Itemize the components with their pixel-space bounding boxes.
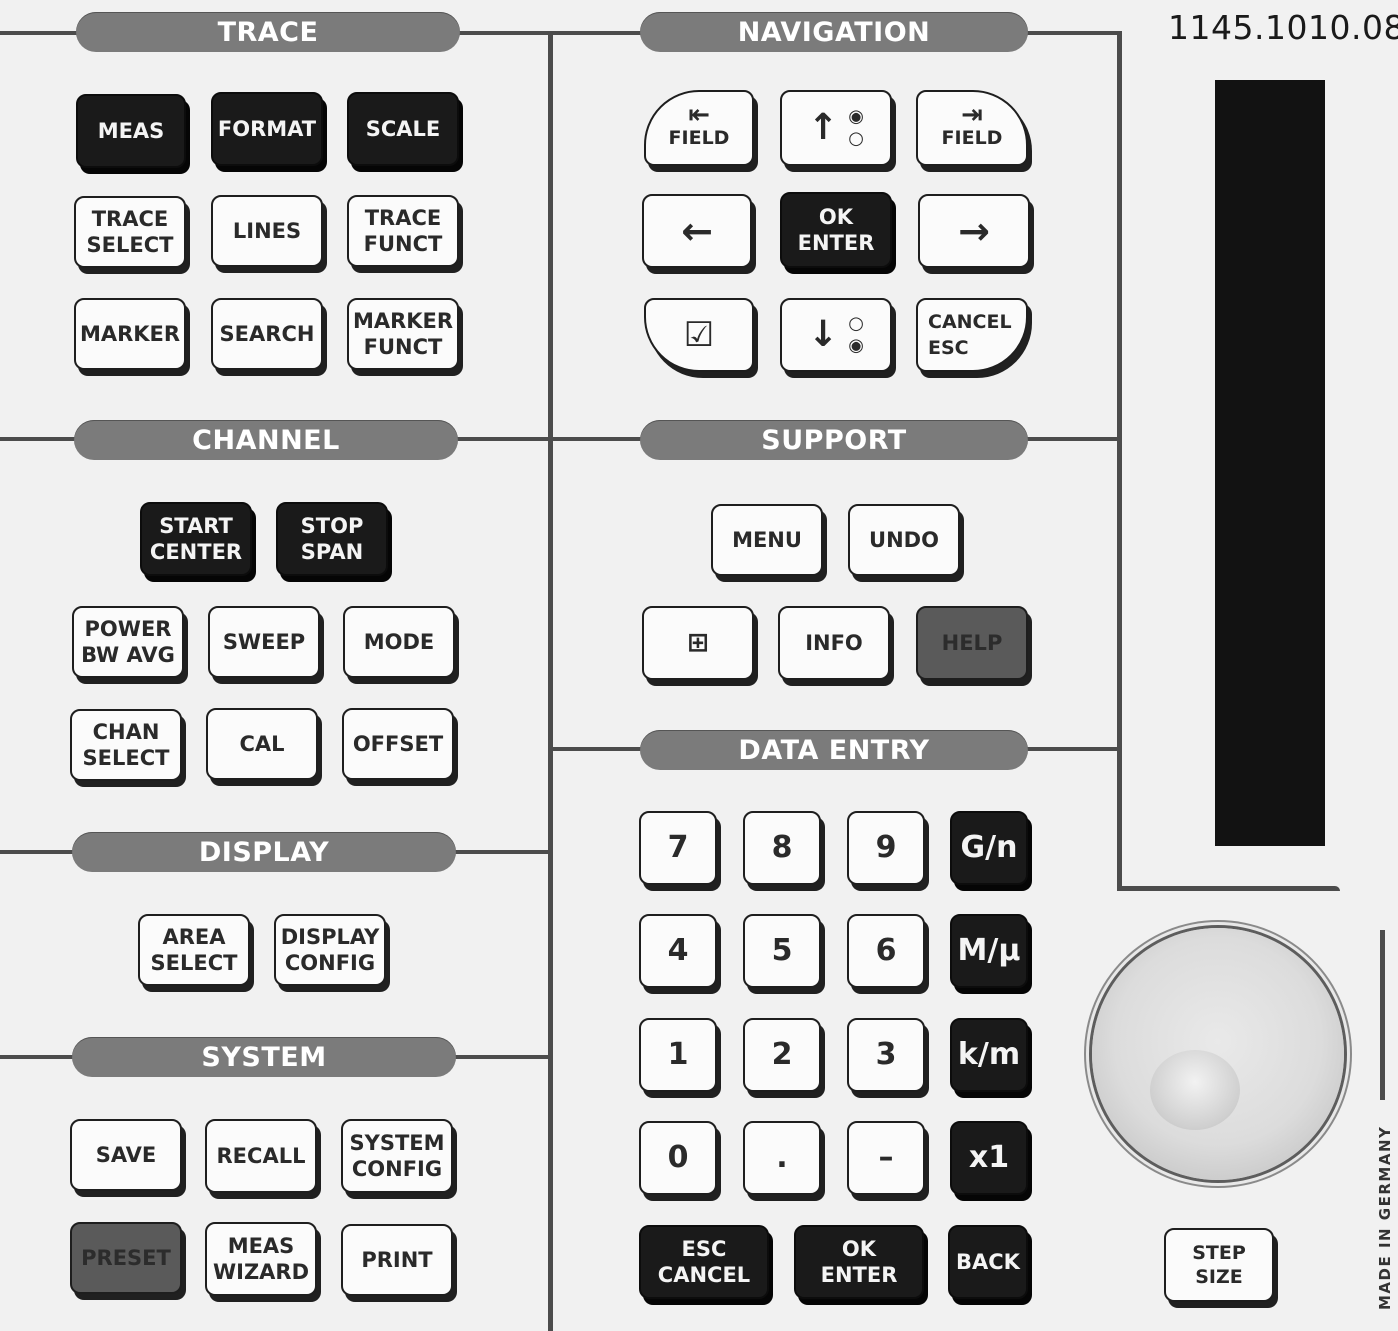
preset-button[interactable]: PRESET — [70, 1222, 182, 1294]
radio-down-icon: ○ ◉ — [848, 313, 864, 356]
display-config-button[interactable]: DISPLAY CONFIG — [274, 914, 386, 986]
scale-button[interactable]: SCALE — [347, 92, 459, 166]
center-divider — [548, 33, 553, 1331]
right-divider — [1117, 31, 1122, 891]
rotary-knob-finger-dimple — [1150, 1050, 1240, 1130]
right-arrow-icon: → — [958, 209, 990, 253]
serial-number: 1145.1010.08 — [1168, 8, 1398, 47]
offset-button[interactable]: OFFSET — [342, 708, 454, 780]
key-6[interactable]: 6 — [847, 914, 925, 988]
up-arrow-icon: ↑ — [808, 107, 839, 148]
key-decimal-point[interactable]: . — [743, 1121, 821, 1195]
up-arrow-button[interactable]: ↑ ◉ ○ — [780, 90, 892, 166]
cancel-esc-button[interactable]: CANCEL ESC — [916, 298, 1028, 372]
key-4[interactable]: 4 — [639, 914, 717, 988]
left-arrow-button[interactable]: ← — [642, 194, 752, 268]
chan-select-button[interactable]: CHAN SELECT — [70, 709, 182, 781]
lines-button[interactable]: LINES — [211, 195, 323, 267]
area-select-button[interactable]: AREA SELECT — [138, 914, 250, 986]
sweep-button[interactable]: SWEEP — [208, 606, 320, 678]
marker-button[interactable]: MARKER — [74, 298, 186, 370]
right-divider-curve — [1120, 886, 1340, 891]
key-9[interactable]: 9 — [847, 811, 925, 885]
key-5[interactable]: 5 — [743, 914, 821, 988]
trace-select-button[interactable]: TRACE SELECT — [74, 196, 186, 268]
search-button[interactable]: SEARCH — [211, 298, 323, 370]
menu-button[interactable]: MENU — [711, 504, 823, 576]
field-left-label: FIELD — [668, 127, 730, 149]
made-in-germany-label: MADE IN GERMANY — [1376, 1125, 1394, 1310]
down-arrow-icon: ↓ — [808, 314, 839, 355]
right-edge-line — [1380, 930, 1385, 1100]
cal-button[interactable]: CAL — [206, 708, 318, 780]
field-right-button[interactable]: ⇥ FIELD — [916, 90, 1028, 166]
meas-button[interactable]: MEAS — [76, 94, 186, 168]
key-minus[interactable]: – — [847, 1121, 925, 1195]
key-8[interactable]: 8 — [743, 811, 821, 885]
format-button[interactable]: FORMAT — [211, 92, 323, 166]
windows-button[interactable]: ⊞ — [642, 606, 754, 680]
field-right-label: FIELD — [941, 127, 1003, 149]
data-entry-header: DATA ENTRY — [640, 730, 1028, 770]
undo-button[interactable]: UNDO — [848, 504, 960, 576]
key-m-mu[interactable]: M/μ — [950, 914, 1028, 988]
down-arrow-button[interactable]: ↓ ○ ◉ — [780, 298, 892, 372]
field-left-button[interactable]: ⇤ FIELD — [644, 90, 754, 166]
step-size-button[interactable]: STEP SIZE — [1164, 1228, 1274, 1302]
save-button[interactable]: SAVE — [70, 1119, 182, 1191]
meas-wizard-button[interactable]: MEAS WIZARD — [205, 1222, 317, 1296]
help-button[interactable]: HELP — [916, 606, 1028, 680]
key-x1[interactable]: x1 — [950, 1121, 1028, 1195]
key-g-n[interactable]: G/n — [950, 811, 1028, 885]
top-divider — [0, 31, 1120, 35]
system-header: SYSTEM — [72, 1037, 456, 1077]
field-right-arrow-icon: ⇥ — [961, 100, 983, 130]
print-button[interactable]: PRINT — [341, 1224, 453, 1296]
display-screen — [1215, 80, 1325, 846]
marker-funct-button[interactable]: MARKER FUNCT — [347, 298, 459, 370]
channel-divider — [0, 437, 1120, 441]
channel-header: CHANNEL — [74, 420, 458, 460]
navigation-header: NAVIGATION — [640, 12, 1028, 52]
key-3[interactable]: 3 — [847, 1018, 925, 1092]
mode-button[interactable]: MODE — [343, 606, 455, 678]
trace-header: TRACE — [76, 12, 460, 52]
display-header: DISPLAY — [72, 832, 456, 872]
back-button[interactable]: BACK — [948, 1225, 1028, 1299]
start-center-button[interactable]: START CENTER — [140, 502, 252, 576]
power-bw-avg-button[interactable]: POWER BW AVG — [72, 606, 184, 678]
key-7[interactable]: 7 — [639, 811, 717, 885]
data-ok-enter-button[interactable]: OK ENTER — [794, 1225, 924, 1299]
key-k-m[interactable]: k/m — [950, 1018, 1028, 1092]
key-2[interactable]: 2 — [743, 1018, 821, 1092]
support-header: SUPPORT — [640, 420, 1028, 460]
checkbox-button[interactable]: ☑ — [644, 298, 754, 372]
left-arrow-icon: ← — [681, 209, 713, 253]
system-config-button[interactable]: SYSTEM CONFIG — [341, 1119, 453, 1193]
esc-cancel-button[interactable]: ESC CANCEL — [639, 1225, 769, 1299]
checkbox-checked-icon: ☑ — [683, 315, 715, 355]
key-0[interactable]: 0 — [639, 1121, 717, 1195]
recall-button[interactable]: RECALL — [205, 1119, 317, 1193]
windows-logo-icon: ⊞ — [687, 628, 709, 658]
rotary-knob[interactable] — [1092, 928, 1344, 1180]
info-button[interactable]: INFO — [778, 606, 890, 680]
radio-up-icon: ◉ ○ — [848, 106, 864, 149]
trace-funct-button[interactable]: TRACE FUNCT — [347, 195, 459, 267]
key-1[interactable]: 1 — [639, 1018, 717, 1092]
field-left-arrow-icon: ⇤ — [688, 100, 710, 130]
right-arrow-button[interactable]: → — [918, 194, 1030, 268]
nav-ok-enter-button[interactable]: OK ENTER — [780, 192, 892, 268]
stop-span-button[interactable]: STOP SPAN — [276, 502, 388, 576]
